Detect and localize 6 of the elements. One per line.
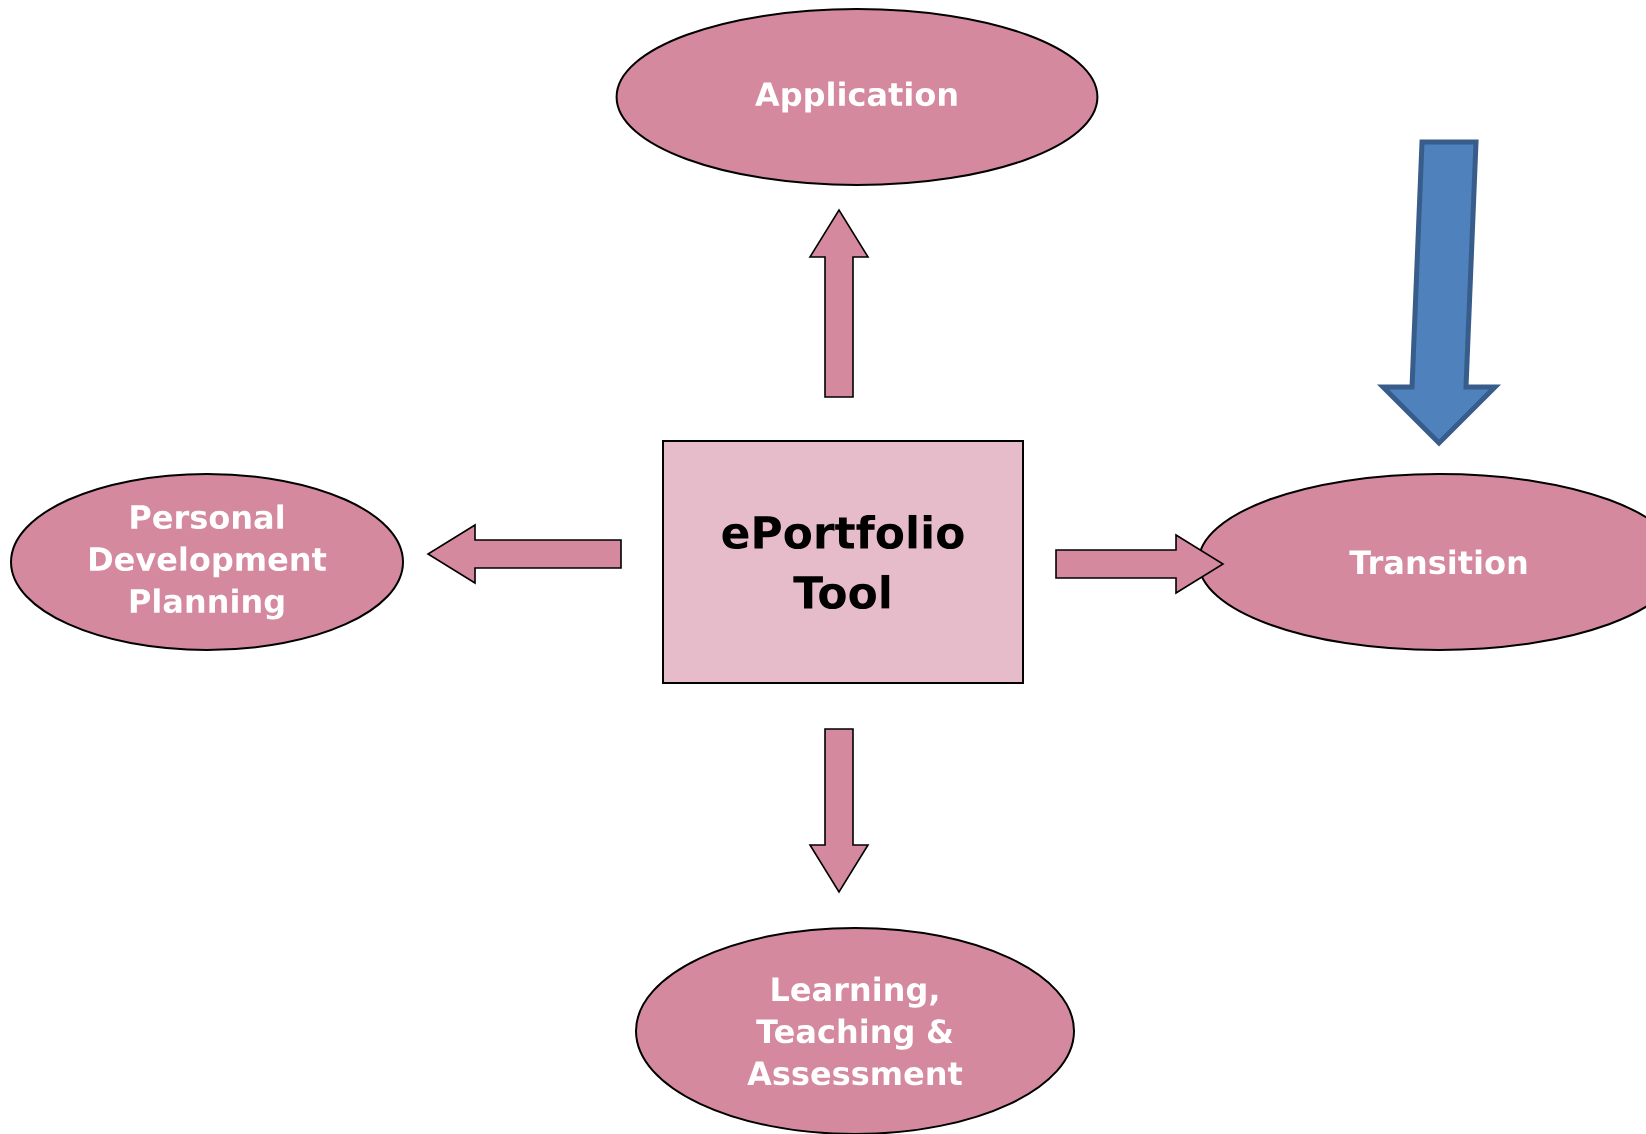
- block-arrow: [808, 728, 870, 894]
- block-arrow: [426, 523, 622, 585]
- block-arrow: [808, 208, 870, 398]
- central-box: ePortfolio Tool: [662, 440, 1024, 684]
- block-arrow: [1055, 533, 1225, 595]
- block-arrow: [1376, 139, 1502, 447]
